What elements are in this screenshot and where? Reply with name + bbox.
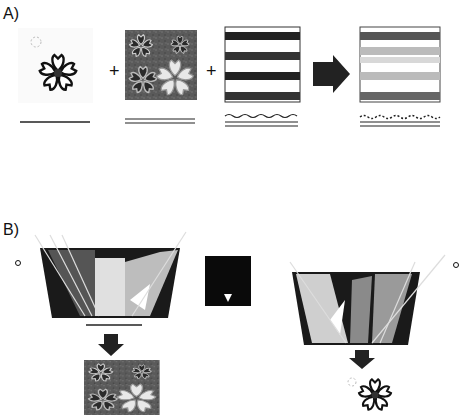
plus-sign: + [206,62,217,80]
panel-label: B) [3,222,19,238]
plus-sign: + [109,62,120,80]
panel-label: A) [3,6,19,22]
